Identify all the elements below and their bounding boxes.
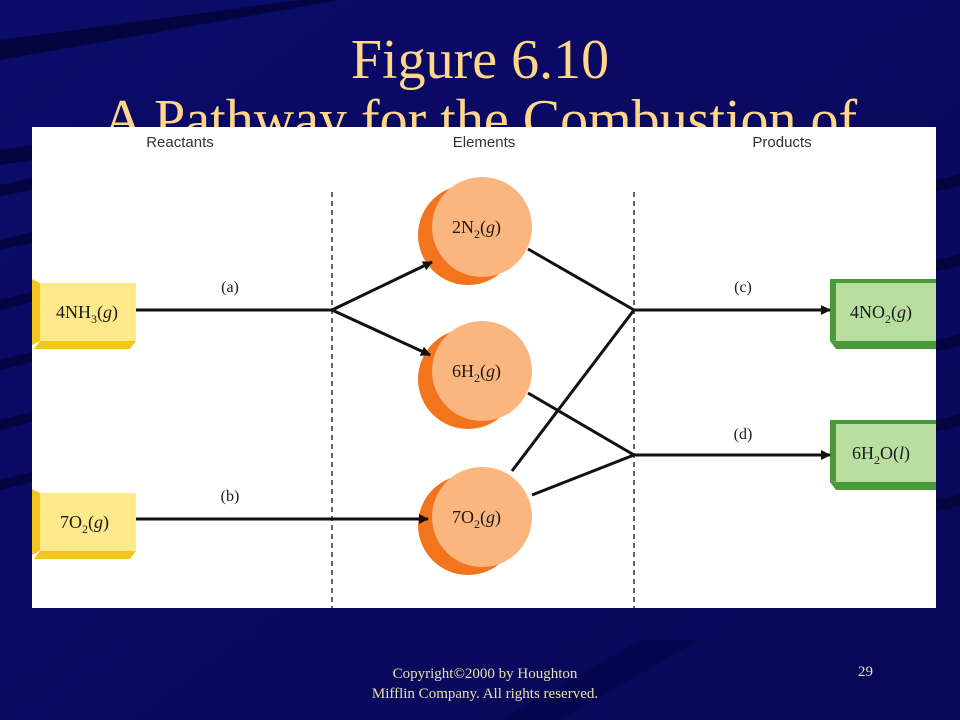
- combustion-pathway-diagram: Reactants Elements Products 4NH3(g) 7O2(…: [32, 134, 936, 608]
- step-label-a: (a): [221, 279, 239, 296]
- step-label-b: (b): [221, 488, 240, 505]
- element-label-n2: 2N2(g): [452, 217, 501, 241]
- path-d-from-o2: [531, 453, 635, 497]
- path-c-from-o2: [510, 309, 636, 472]
- product-box-no2: 4NO2(g): [830, 279, 936, 349]
- element-disk-h2: 6H2(g): [418, 321, 532, 429]
- product-box-h2o: 6H2O(l): [830, 420, 936, 490]
- reactant-box-o2: 7O2(g): [32, 489, 136, 559]
- arrow-a-to-h2: [331, 308, 431, 357]
- reactant-label-nh3: 4NH3(g): [56, 302, 118, 326]
- column-header-products: Products: [752, 134, 811, 151]
- path-c-from-n2: [527, 247, 635, 312]
- product-label-h2o: 6H2O(l): [852, 443, 910, 467]
- copyright-line-1: Copyright©2000 by Houghton: [392, 666, 578, 682]
- element-disk-n2: 2N2(g): [418, 177, 532, 285]
- column-header-elements: Elements: [453, 134, 516, 151]
- copyright-line-2: Mifflin Company. All rights reserved.: [371, 686, 599, 702]
- slide-title-line-1: Figure 6.10: [350, 29, 610, 91]
- column-header-reactants: Reactants: [146, 134, 214, 151]
- figure-panel: Reactants Elements Products 4NH3(g) 7O2(…: [32, 127, 936, 608]
- element-disk-o2: 7O2(g): [418, 467, 532, 575]
- path-d-from-h2: [527, 391, 635, 457]
- copyright-footer: Copyright©2000 by Houghton Mifflin Compa…: [300, 664, 670, 704]
- arrow-a-to-n2: [331, 260, 433, 312]
- reactant-box-nh3: 4NH3(g): [32, 279, 136, 349]
- slide-number: 29: [858, 664, 873, 680]
- step-label-c: (c): [734, 279, 752, 296]
- reactant-label-o2: 7O2(g): [60, 512, 109, 536]
- step-label-d: (d): [734, 426, 753, 443]
- product-label-no2: 4NO2(g): [850, 302, 912, 326]
- element-label-h2: 6H2(g): [452, 361, 501, 385]
- element-label-o2: 7O2(g): [452, 507, 501, 531]
